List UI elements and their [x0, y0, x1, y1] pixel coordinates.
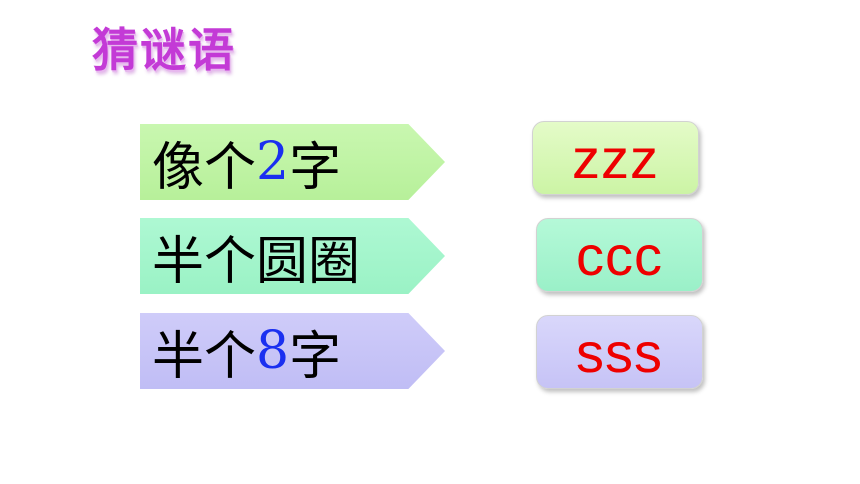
- answer-button-1[interactable]: zzz: [532, 121, 699, 195]
- clue-2-prefix: 半个圆圈: [152, 231, 361, 292]
- riddle-clue-2: 半个圆圈: [140, 218, 445, 294]
- answer-button-3[interactable]: sss: [536, 315, 703, 389]
- clue-3-prefix: 半个: [152, 326, 257, 387]
- clue-3-suffix: 字: [289, 326, 342, 387]
- clue-1-prefix: 像个: [152, 137, 257, 198]
- clue-3-digit: 8: [256, 321, 290, 381]
- answer-button-2[interactable]: ccc: [536, 218, 703, 292]
- clue-1-suffix: 字: [289, 137, 342, 198]
- page-title: 猜谜语: [92, 23, 236, 77]
- clue-1-digit: 2: [256, 132, 290, 192]
